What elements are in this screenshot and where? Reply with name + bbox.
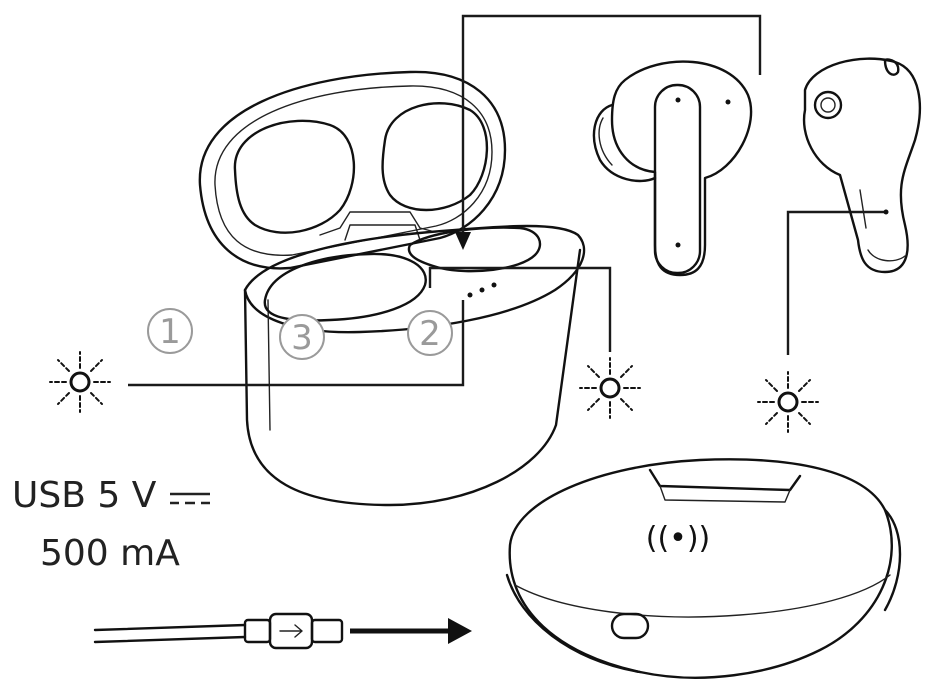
usb-voltage-label: USB 5 V [12,475,157,516]
earbud-front [592,60,753,277]
closed-charging-case: ((•)) [505,458,902,679]
led-light-icon [579,357,641,419]
marker-three: 3 [279,314,325,360]
marker-three-label: 3 [291,318,313,358]
marker-two: 2 [407,310,453,356]
led-light-icon [49,351,111,413]
wireless-charging-icon: ((•)) [646,521,711,556]
usb-current-label: 500 mA [40,533,180,574]
usb-cable-icon [93,612,344,650]
marker-two-label: 2 [419,314,441,354]
dc-symbol-icon [170,492,210,505]
arrow-right-icon [350,618,472,644]
marker-one: 1 [147,308,193,354]
earbud-back [802,57,922,274]
open-charging-case [198,70,586,507]
arrow-down-icon [455,232,471,250]
marker-one-label: 1 [159,312,181,352]
led-light-icon [757,371,819,433]
callout-lines [128,14,887,387]
